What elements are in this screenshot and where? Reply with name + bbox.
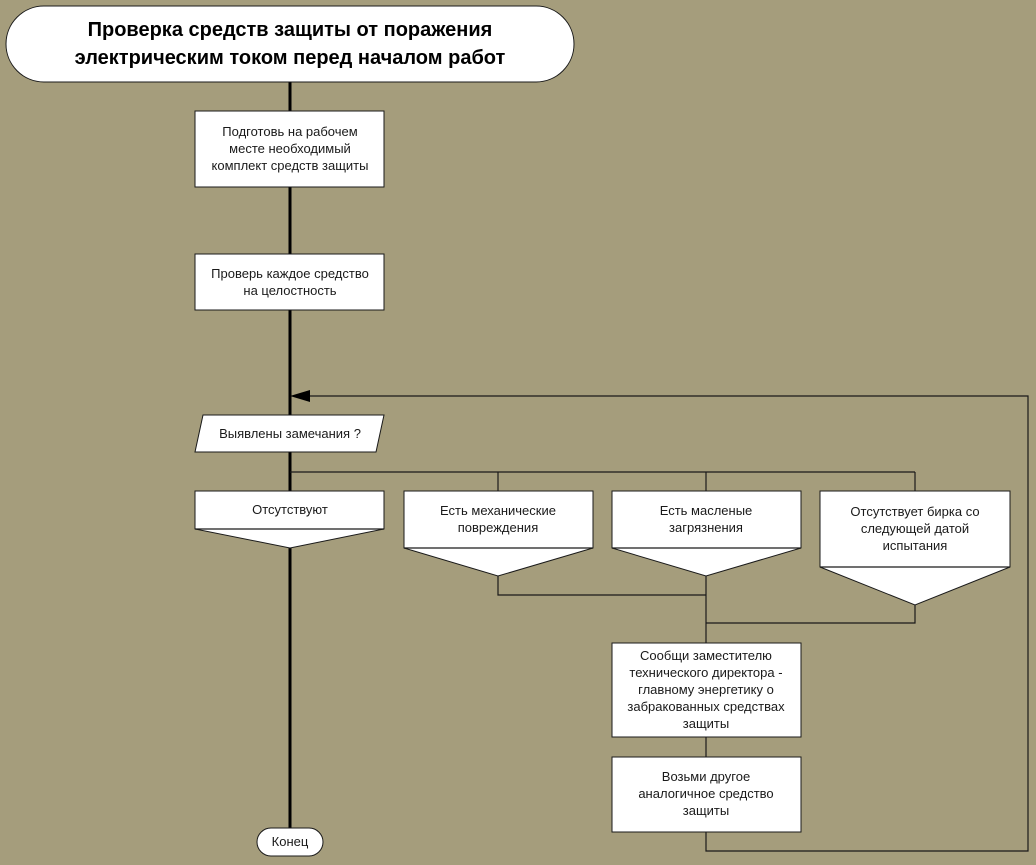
step-report[interactable]: Сообщи заместителю технического директор… — [611, 642, 802, 738]
case-absent[interactable]: Отсутствуют — [194, 490, 385, 549]
step-check-line-2: на целостность — [243, 283, 336, 298]
end-label: Конец — [272, 834, 309, 849]
step-prepare-line-1: Подготовь на рабочем — [222, 124, 357, 139]
decision-remarks[interactable]: Выявлены замечания ? — [194, 414, 385, 453]
step-check-line-1: Проверь каждое средство — [211, 266, 369, 281]
case-oil-contamination[interactable]: Есть масленые загрязнения — [611, 490, 802, 577]
case-missing-tag-line-1: Отсутствует бирка со — [850, 504, 979, 519]
step-report-line-3: главному энергетику о — [638, 682, 774, 697]
step-replace[interactable]: Возьми другое аналогичное средство защит… — [611, 756, 802, 833]
step-report-line-4: забракованных средствах — [627, 699, 785, 714]
loop-arrow-icon — [290, 390, 310, 402]
merge-mechanical — [497, 576, 706, 596]
end-terminator[interactable]: Конец — [256, 827, 324, 857]
step-replace-line-2: аналогичное средство — [638, 786, 773, 801]
case-missing-tag-line-2: следующей датой — [861, 521, 969, 536]
step-replace-line-3: защиты — [683, 803, 729, 818]
connectors — [288, 82, 1029, 852]
start-terminator[interactable]: Проверка средств защиты от поражения эле… — [5, 5, 575, 83]
title-line-2: электрическим током перед началом работ — [75, 47, 506, 69]
step-report-line-1: Сообщи заместителю — [640, 648, 772, 663]
step-replace-line-1: Возьми другое — [662, 769, 750, 784]
step-report-line-5: защиты — [683, 716, 729, 731]
case-missing-tag-line-3: испытания — [883, 538, 948, 553]
step-prepare-line-3: комплект средств защиты — [212, 158, 369, 173]
decision-label: Выявлены замечания ? — [219, 426, 361, 441]
title-line-1: Проверка средств защиты от поражения — [88, 19, 493, 41]
case-missing-tag[interactable]: Отсутствует бирка со следующей датой исп… — [819, 490, 1011, 606]
merge-no-tag — [706, 605, 916, 624]
case-absent-label: Отсутствуют — [252, 502, 328, 517]
case-mechanical-line-2: повреждения — [458, 520, 538, 535]
case-oil-line-1: Есть масленые — [660, 503, 753, 518]
step-check[interactable]: Проверь каждое средство на целостность — [194, 253, 385, 311]
case-mechanical-damage[interactable]: Есть механические повреждения — [403, 490, 594, 577]
loop-back-line — [306, 395, 1029, 852]
case-oil-line-2: загрязнения — [669, 520, 743, 535]
case-mechanical-line-1: Есть механические — [440, 503, 556, 518]
step-prepare-line-2: месте необходимый — [229, 141, 351, 156]
step-prepare[interactable]: Подготовь на рабочем месте необходимый к… — [194, 110, 385, 188]
step-report-line-2: технического директора - — [629, 665, 782, 680]
